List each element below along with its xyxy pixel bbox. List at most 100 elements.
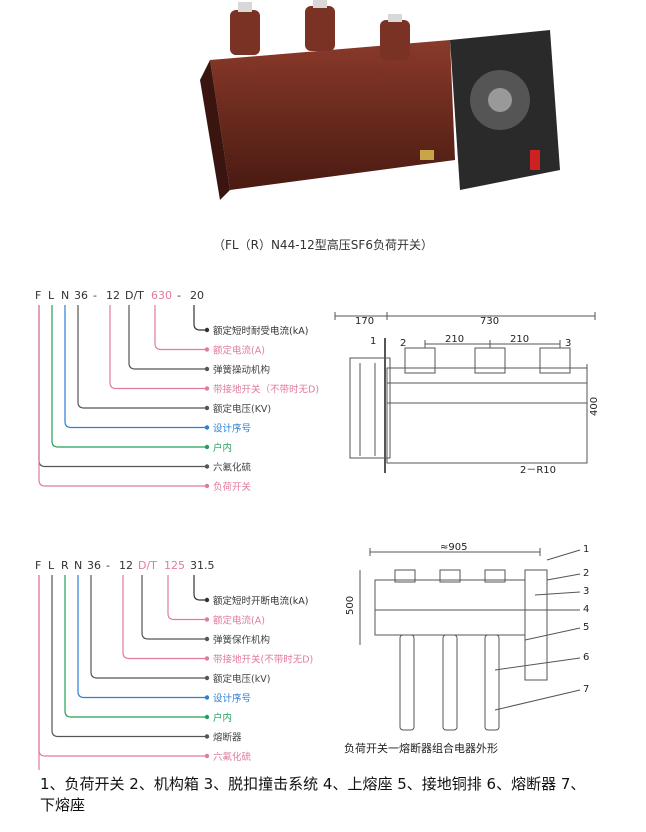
- code1-leader-line: [38, 305, 205, 468]
- code1-code-label: 六氟化硫: [213, 462, 252, 474]
- code2-leader-line: [122, 575, 205, 660]
- code1-leader-dot: [204, 386, 210, 391]
- code2-code-letter: N: [74, 559, 82, 572]
- drawing1-num-2: 2: [400, 338, 406, 349]
- code1-leader-line: [109, 305, 205, 390]
- code2-leader-dot: [204, 656, 210, 661]
- code1-leader-dot: [204, 347, 210, 352]
- drawing2-num-7: 7: [583, 684, 589, 695]
- code2-code-letter: 31.5: [190, 559, 215, 572]
- code2-code-letter: R: [61, 559, 69, 572]
- code1-code-letter: D/T: [125, 289, 144, 302]
- code1-code-letter: 20: [190, 289, 204, 302]
- code2-leader-line: [90, 575, 205, 679]
- code2-code-label: 设计序号: [213, 693, 251, 705]
- code1-leader-line: [77, 305, 205, 409]
- code2-leader-dot: [204, 734, 210, 739]
- outline-drawing-2: ≈905 500 1 2 3 4 5 6 7 图2 负荷开关一熔断器组合电器外形: [335, 542, 589, 755]
- drawing2-num-6: 6: [583, 652, 589, 663]
- code2-code-letter: L: [48, 559, 55, 572]
- product-photo: [200, 0, 560, 200]
- dim-170: 170: [355, 316, 374, 327]
- code2-code-label: 带接地开关(不带时无D): [213, 654, 313, 666]
- code2-code-label: 弹簧保作机构: [213, 634, 270, 646]
- code1-code-label: 额定电压(KV): [213, 403, 271, 415]
- code1-code-letter: F: [35, 289, 41, 302]
- code2-code-letter: -: [106, 559, 110, 572]
- code1-code-label: 额定短时耐受电流(kA): [213, 325, 308, 337]
- code2-code-letter: D/T: [138, 559, 157, 572]
- drawing2-num-2: 2: [583, 568, 589, 579]
- photo-caption: （FL（R）N44-12型高压SF6负荷开关）: [213, 238, 433, 252]
- code2-leader-line: [167, 575, 205, 621]
- code1-code-label: 带接地开关（不带时无D): [213, 384, 319, 396]
- code2-code-letter: 36: [87, 559, 101, 572]
- code2-leader-line: [64, 575, 205, 718]
- dim-730: 730: [480, 316, 499, 327]
- code2-leader-line: [38, 575, 205, 757]
- code2-code-label: 熔断器: [213, 732, 242, 744]
- code1-code-letter: 12: [106, 289, 120, 302]
- drawing2-num-3: 3: [583, 586, 589, 597]
- code2-leader-dot: [204, 617, 210, 622]
- code2-leader-line: [141, 575, 205, 640]
- code2-leader-line: [77, 575, 205, 699]
- code1-code-label: 负荷开关: [213, 481, 252, 493]
- parts-legend: 1、负荷开关 2、机构箱 3、脱扣撞击系统 4、上熔座 5、接地铜排 6、熔断器…: [40, 775, 586, 814]
- code1-leader-line: [51, 305, 205, 448]
- radius-label: 2－R10: [520, 465, 556, 476]
- code2-leader-line: [38, 575, 40, 770]
- drawing2-num-4: 4: [583, 604, 589, 615]
- code1-leader-line: [193, 305, 205, 331]
- dim-210-b: 210: [510, 334, 529, 345]
- dim-210-a: 210: [445, 334, 464, 345]
- drawing2-num-1: 1: [583, 544, 589, 555]
- drawing2-num-5: 5: [583, 622, 589, 633]
- code1-leader-line: [154, 305, 205, 351]
- code1-code-label: 设计序号: [213, 423, 251, 435]
- dim-500: 500: [345, 596, 356, 615]
- code1-code-label: 户内: [213, 442, 232, 454]
- code2-leader-line: [193, 575, 205, 601]
- code1-leader-dot: [204, 425, 210, 430]
- drawing1-num-3: 3: [565, 338, 571, 349]
- code2-leader-dot: [204, 597, 210, 603]
- code2-code-label: 额定电流(A): [213, 615, 265, 627]
- code2-leader-dot: [204, 675, 210, 681]
- code2-leader-dot: [204, 695, 210, 700]
- code1-leader-dot: [204, 327, 210, 333]
- code2-code-letter: 125: [164, 559, 185, 572]
- code2-code-letter: F: [35, 559, 41, 572]
- code1-leader-dot: [204, 444, 210, 450]
- figure-2-caption: 图2 负荷开关一熔断器组合电器外形: [335, 741, 498, 755]
- outline-drawing-1: 170 730 210 210 400 2－R10 1 2 3: [334, 312, 600, 476]
- code2-code-letter: 12: [119, 559, 133, 572]
- code2-code-label: 六氟化硫: [213, 751, 252, 763]
- code1-leader-dot: [204, 405, 210, 411]
- code2-leader-dot: [204, 753, 210, 759]
- code2-code-label: 额定短时开断电流(kA): [213, 595, 308, 607]
- code2-leader-dot: [204, 636, 210, 642]
- code1-leader-dot: [204, 366, 210, 372]
- dim-905: ≈905: [440, 542, 467, 553]
- code2-code-label: 户内: [213, 712, 232, 724]
- code2-leader-dot: [204, 714, 210, 720]
- code1-leader-line: [128, 305, 205, 370]
- dim-400: 400: [589, 397, 600, 416]
- code1-code-letter: -: [177, 289, 181, 302]
- code1-code-label: 弹簧操动机构: [213, 364, 270, 376]
- code2-leader-line: [51, 575, 205, 738]
- code1-code-letter: L: [48, 289, 55, 302]
- code1-leader-line: [64, 305, 205, 429]
- drawing1-num-1: 1: [370, 336, 376, 347]
- code1-leader-dot: [204, 483, 210, 489]
- code1-code-letter: N: [61, 289, 69, 302]
- code1-leader-dot: [204, 464, 210, 469]
- code2-code-label: 额定电压(kV): [213, 673, 270, 685]
- code1-code-letter: -: [93, 289, 97, 302]
- code1-code-letter: 630: [151, 289, 172, 302]
- code1-code-letter: 36: [74, 289, 88, 302]
- code1-code-label: 额定电流(A): [213, 345, 265, 357]
